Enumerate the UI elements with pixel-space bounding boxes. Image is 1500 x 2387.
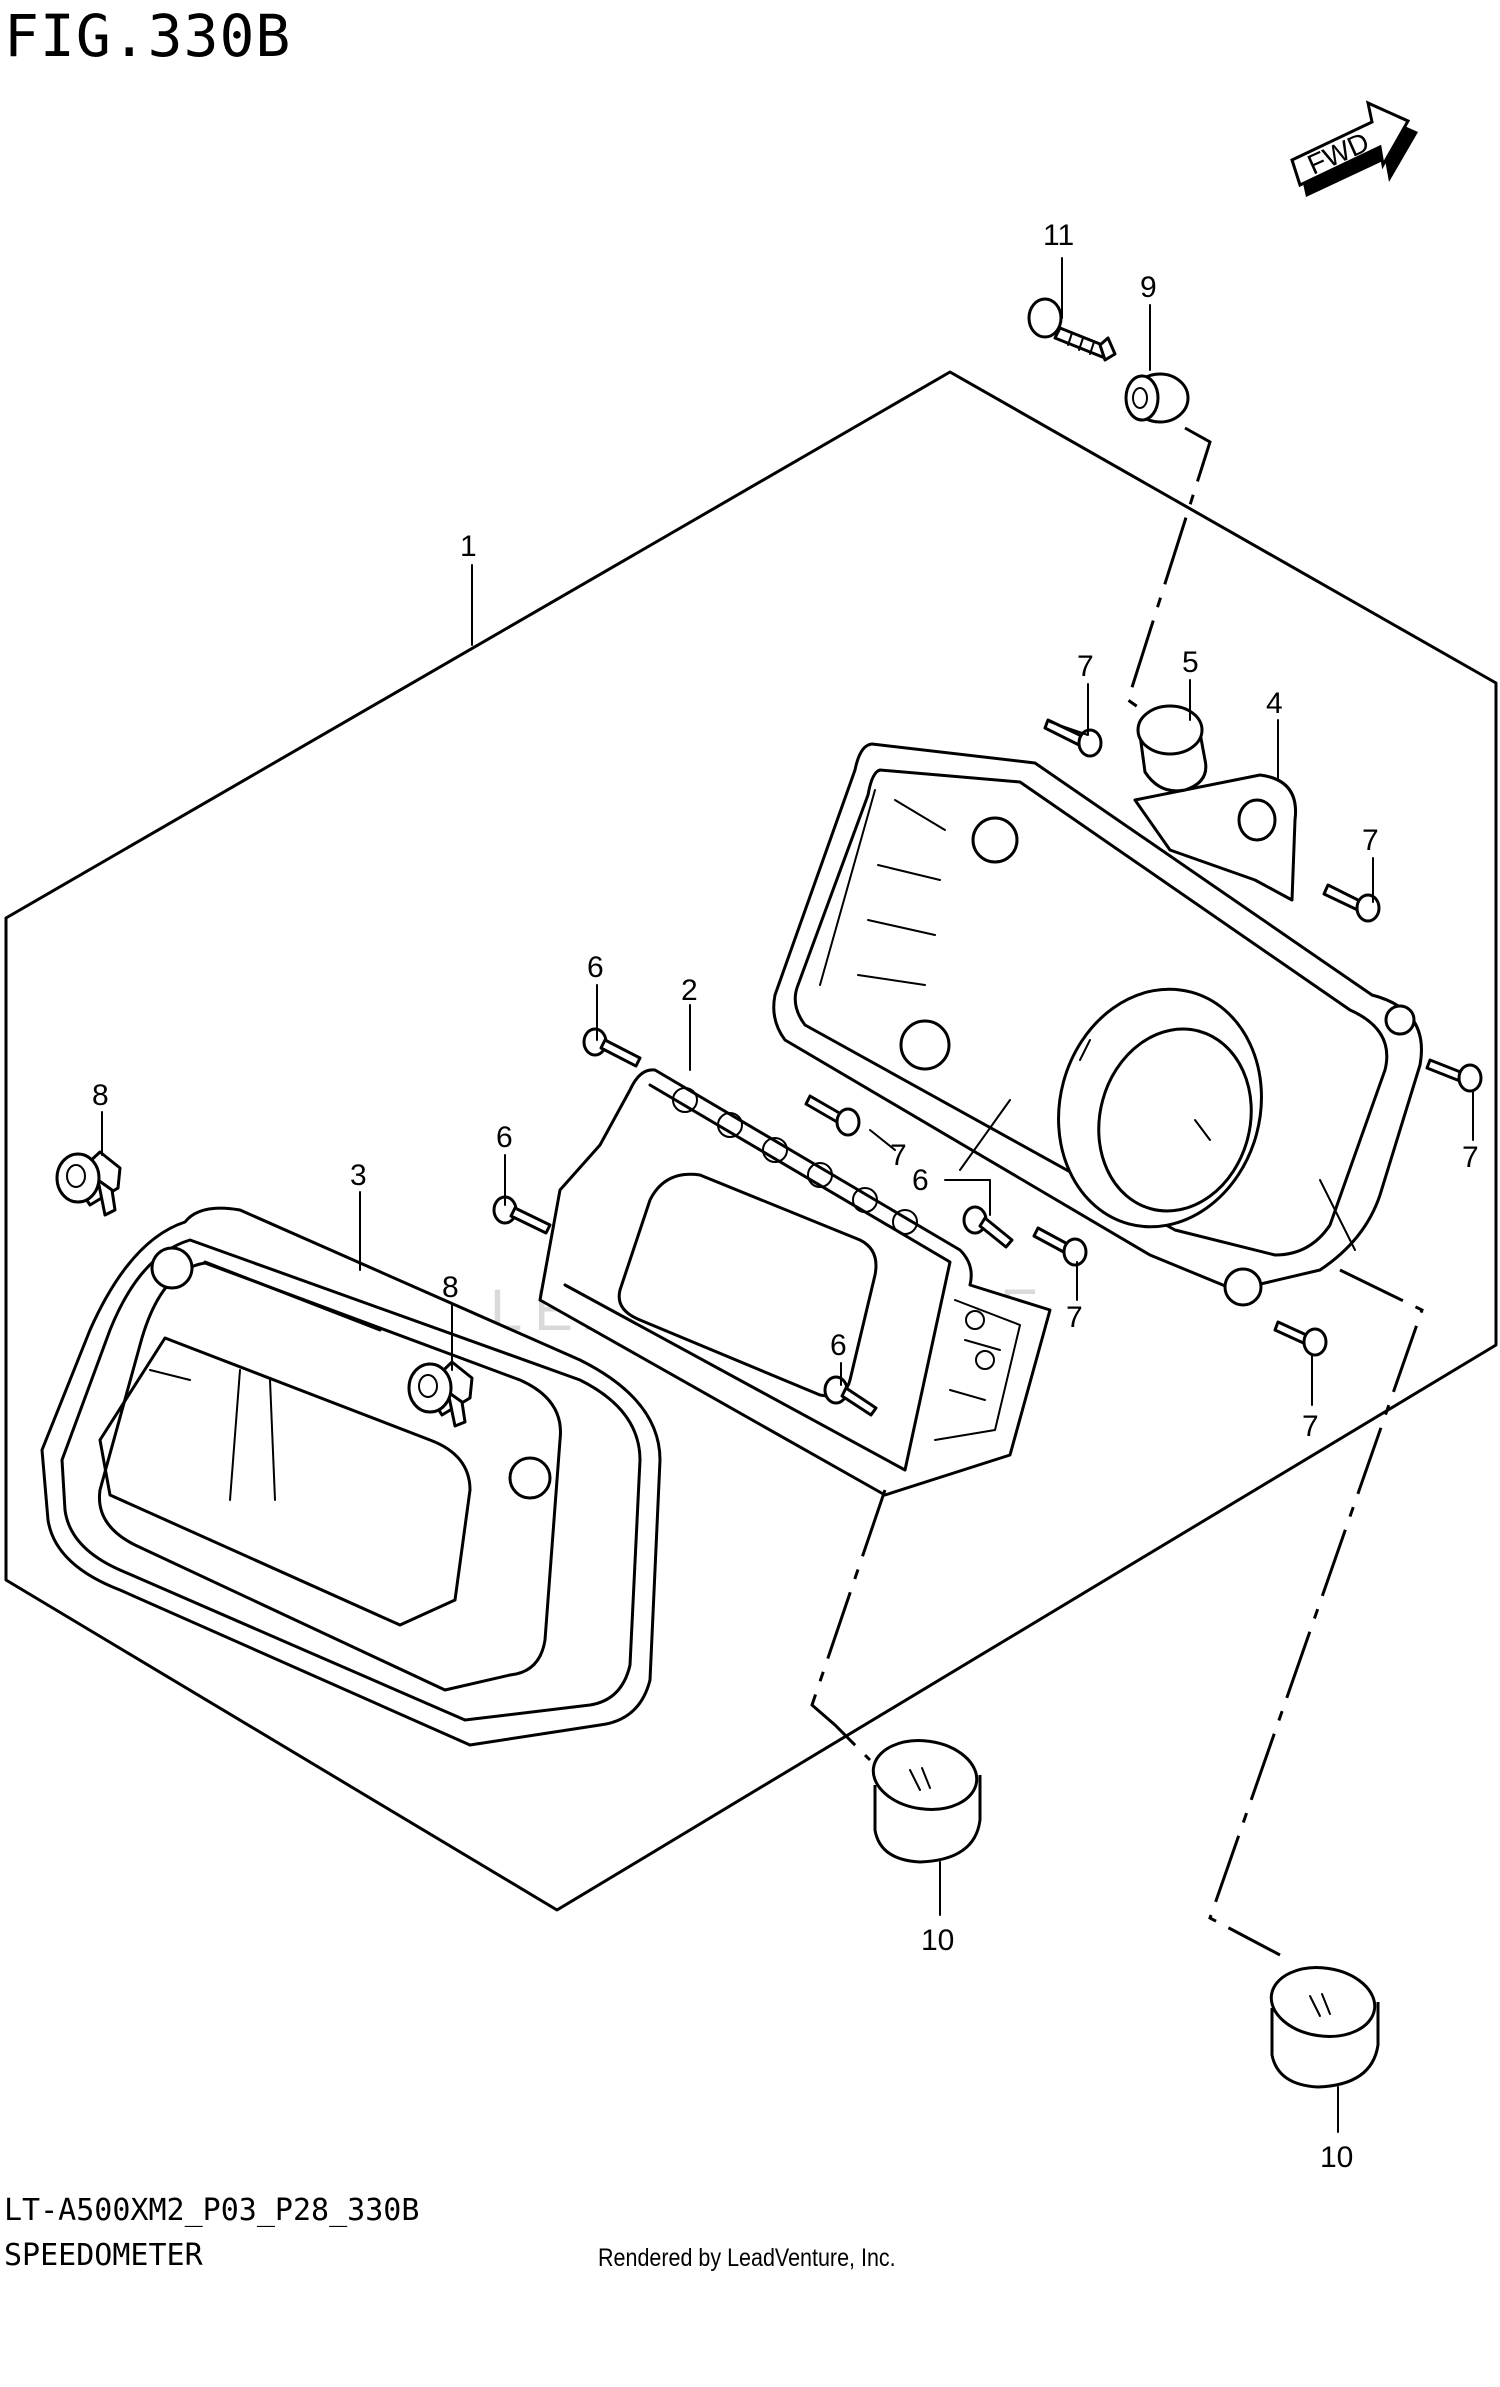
callout-3: 3 — [350, 1159, 367, 1192]
callout-10-b: 10 — [1320, 2141, 1353, 2174]
callout-4: 4 — [1266, 687, 1283, 720]
screw-part-7-a — [1043, 718, 1103, 758]
screw-part-8-left — [55, 1150, 122, 1217]
assembly-line-10b — [1208, 1268, 1424, 1957]
callout-7-f: 7 — [1302, 1410, 1319, 1443]
grommet-left — [871, 1739, 982, 1864]
callout-11: 11 — [1043, 219, 1074, 252]
leader-lines — [101, 257, 1474, 2133]
front-cover — [40, 1206, 662, 1747]
callout-7-d: 7 — [890, 1139, 907, 1172]
bushing-part-9 — [1124, 372, 1190, 424]
screw-part-7-b — [1322, 883, 1381, 923]
callout-6-c: 6 — [912, 1164, 929, 1197]
screw-part-7-d — [804, 1094, 861, 1137]
render-credit: Rendered by LeadVenture, Inc. — [598, 2244, 896, 2272]
screw-part-8-center — [407, 1360, 474, 1428]
fwd-arrow-icon: FWD — [1290, 100, 1418, 197]
callout-7-e: 7 — [1066, 1301, 1083, 1334]
assembly-outline — [4, 370, 1498, 1912]
callout-7-b: 7 — [1362, 824, 1379, 857]
callout-2: 2 — [681, 974, 698, 1007]
callout-1: 1 — [460, 530, 477, 563]
callout-6-b: 6 — [496, 1121, 513, 1154]
assembly-line-9 — [1126, 426, 1212, 714]
screw-part-7-f — [1273, 1320, 1328, 1357]
assembly-line-10a — [810, 1489, 887, 1762]
callout-9: 9 — [1140, 271, 1157, 304]
bolt-part-11 — [1027, 297, 1117, 362]
screw-part-6-a — [582, 1027, 642, 1068]
section-name: SPEEDOMETER — [4, 2238, 203, 2273]
circuit-board — [538, 1068, 1052, 1497]
callout-10-a: 10 — [921, 1924, 954, 1957]
screw-part-7-c — [1425, 1058, 1483, 1093]
callout-7-a: 7 — [1077, 650, 1094, 683]
callout-6-a: 6 — [587, 951, 604, 984]
callout-7-c: 7 — [1462, 1141, 1479, 1174]
callout-8-b: 8 — [442, 1271, 459, 1304]
meter-case — [772, 742, 1423, 1307]
screw-part-7-e — [1032, 1226, 1088, 1267]
callout-5: 5 — [1182, 646, 1199, 679]
grommet-right — [1269, 1966, 1380, 2089]
callout-8-a: 8 — [92, 1079, 109, 1112]
grommet-part-5 — [1136, 704, 1208, 793]
figure-title: FIG.330B — [4, 2, 292, 70]
screw-part-6-c — [962, 1205, 1014, 1249]
model-code: LT-A500XM2_P03_P28_330B — [4, 2193, 420, 2228]
screw-part-6-b — [492, 1195, 552, 1235]
callout-6-d: 6 — [830, 1329, 847, 1362]
